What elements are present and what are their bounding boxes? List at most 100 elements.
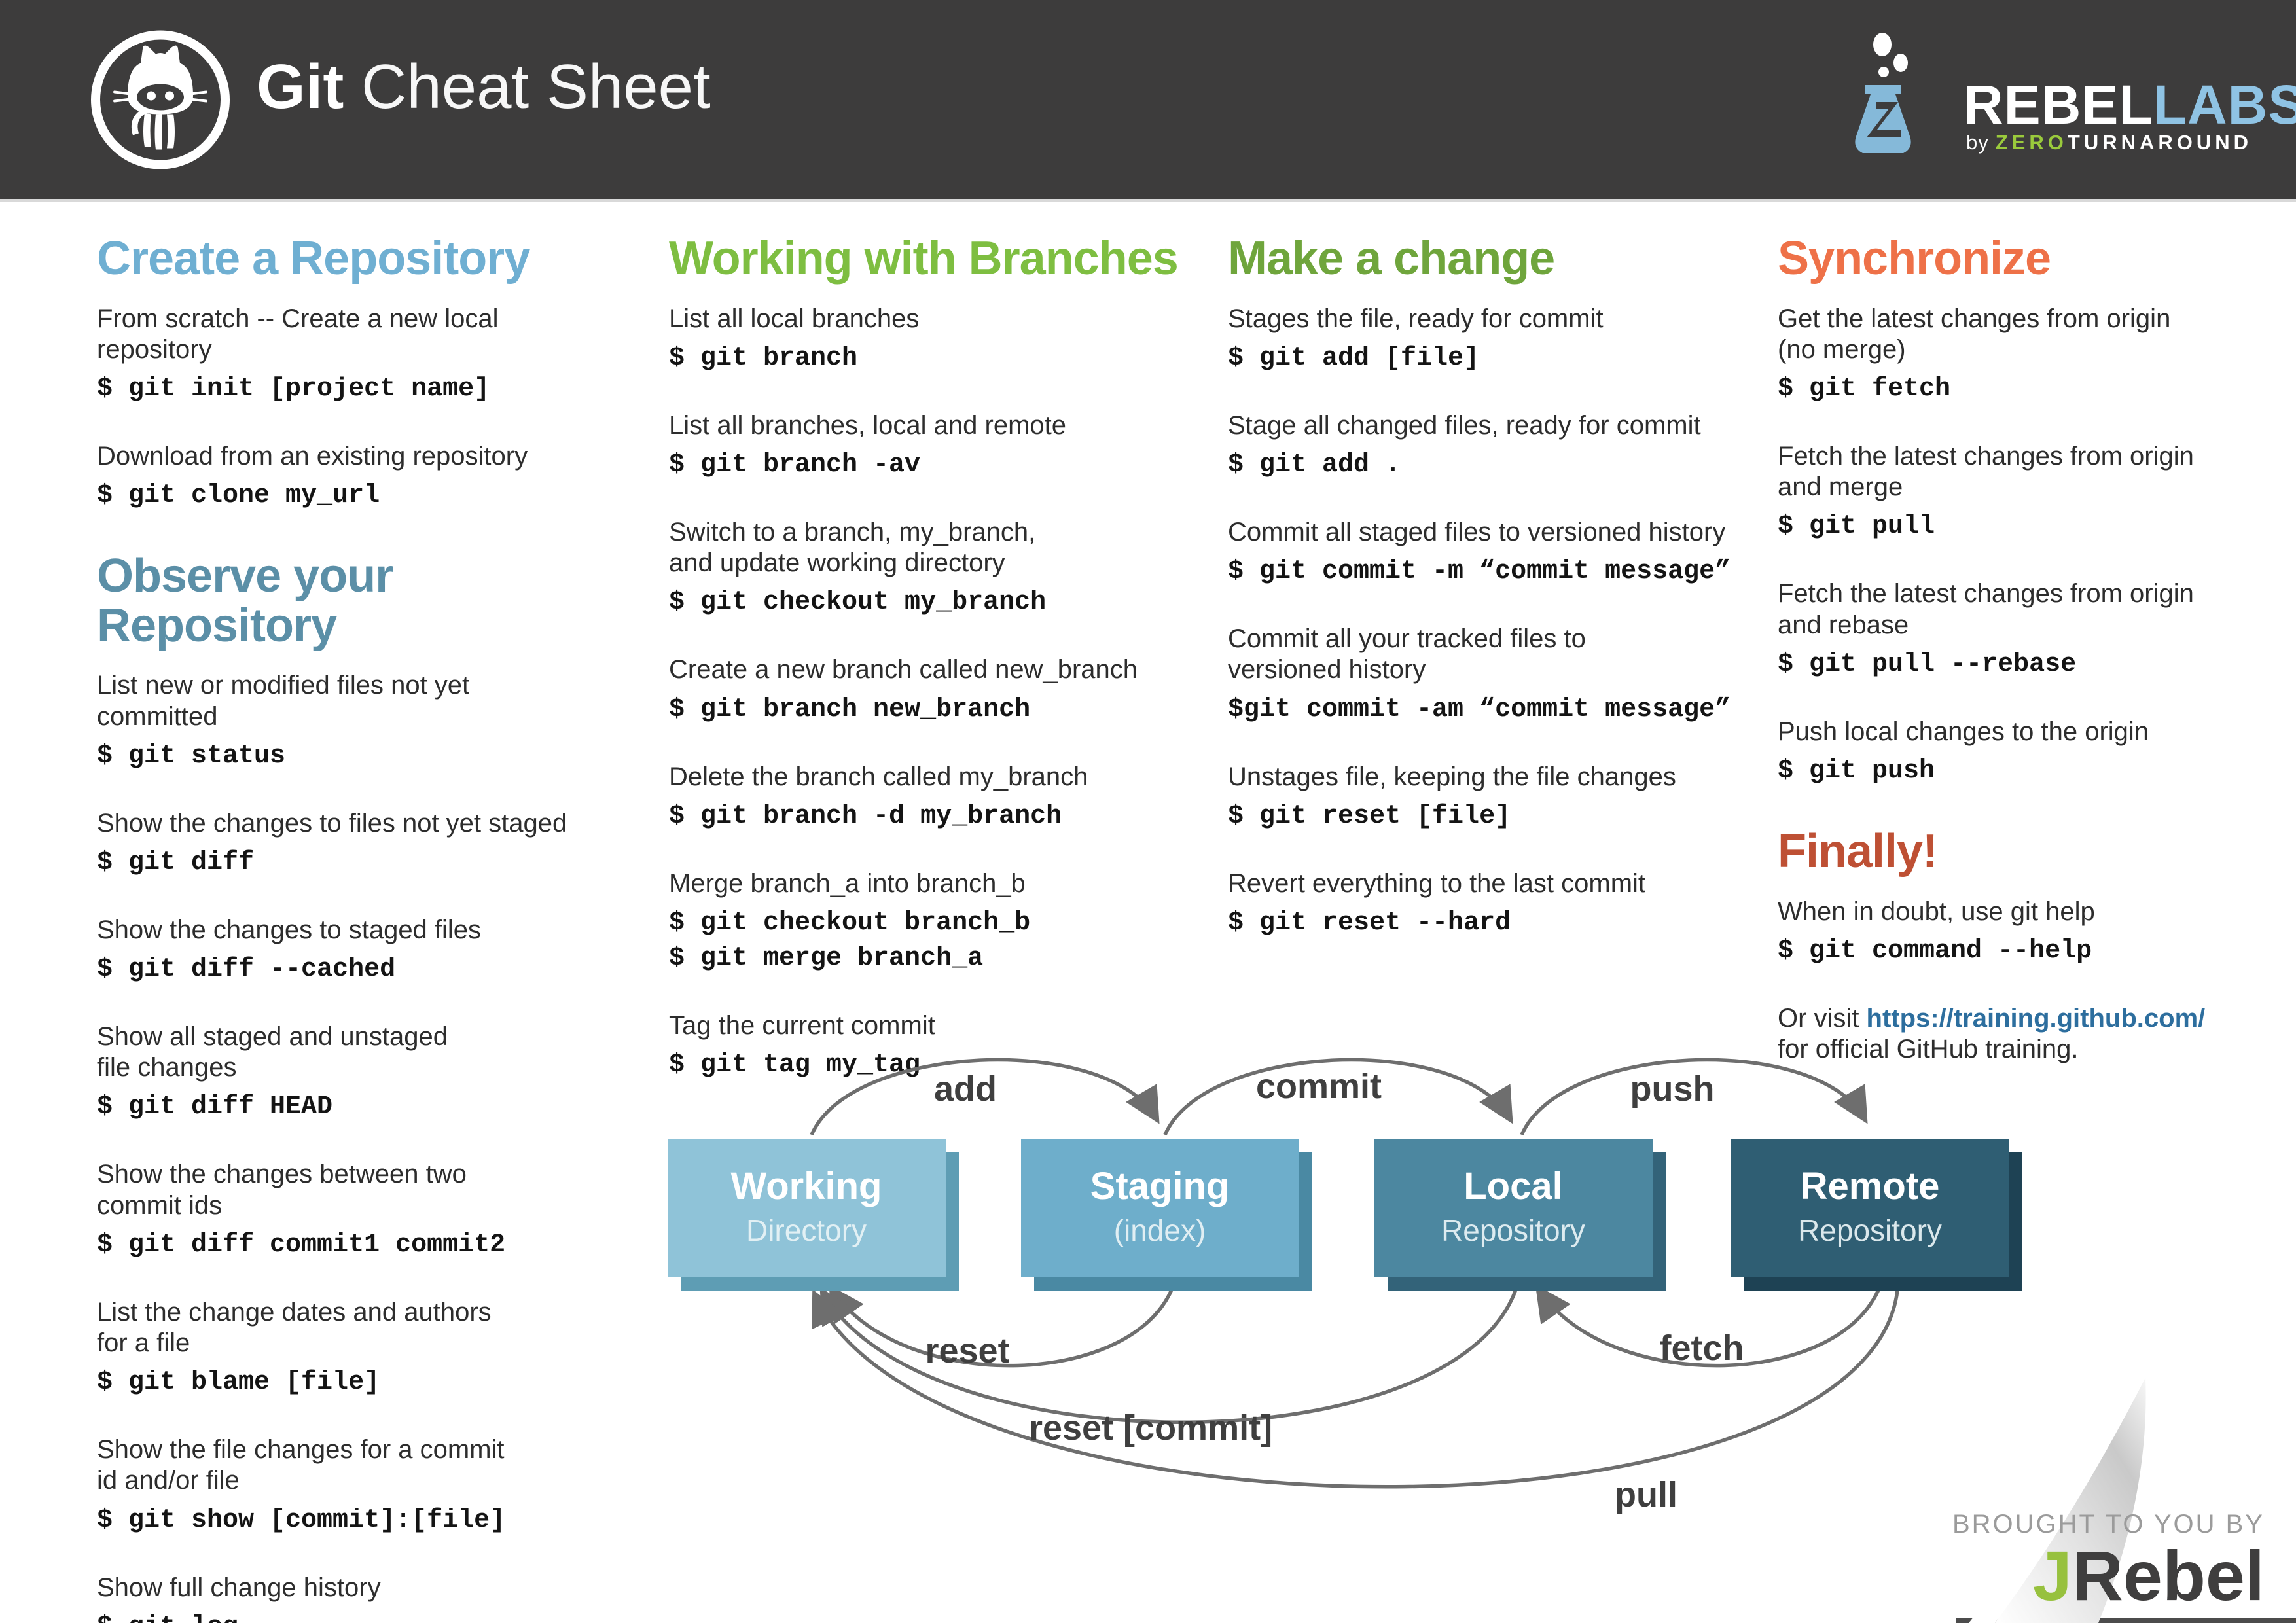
command-description: Show the changes to files not yet staged — [97, 808, 567, 838]
command-description: Push local changes to the origin — [1778, 717, 2149, 746]
command-code: $ git clone my_url — [97, 481, 380, 511]
command-description: Delete the branch called my_branch — [669, 762, 1088, 791]
brought-to-you-by-label: BROUGHT TO YOU BY — [1952, 1510, 2265, 1539]
section-synchronize: Synchronize Get the latest changes from … — [1778, 234, 2295, 789]
command-entry: Show full change history $ git log — [97, 1573, 627, 1623]
command-description: Fetch the latest changes from origin and… — [1778, 579, 2194, 639]
label-add: add — [934, 1069, 997, 1109]
command-description: Unstages file, keeping the file changes — [1228, 762, 1676, 791]
section-heading-change: Make a change — [1228, 232, 1555, 285]
command-code: $ git diff HEAD — [97, 1092, 333, 1122]
command-entry: Show the changes to staged files $ git d… — [97, 915, 627, 988]
command-entry: Stage all changed files, ready for commi… — [1228, 410, 1784, 483]
command-code: $ git checkout branch_b $ git merge bran… — [669, 908, 1031, 973]
svg-text:Staging: Staging — [1090, 1165, 1230, 1207]
rebellabs-rebel: REBEL — [1964, 74, 2153, 135]
arrow-reset — [828, 1281, 1177, 1368]
svg-text:Directory: Directory — [746, 1213, 867, 1247]
command-description: Switch to a branch, my_branch, and updat… — [669, 517, 1036, 578]
page-edge-line — [1956, 1618, 2296, 1623]
command-entry: Delete the branch called my_branch $ git… — [669, 762, 1212, 834]
command-description: From scratch -- Create a new local repos… — [97, 304, 499, 364]
command-entry: From scratch -- Create a new local repos… — [97, 304, 627, 407]
command-code: $ git checkout my_branch — [669, 588, 1047, 618]
box-remote-repository — [1731, 1139, 2009, 1277]
label-push: push — [1630, 1069, 1715, 1109]
rebellabs-wordmark: REBELLABS — [1964, 73, 2296, 137]
diagram-arrows — [810, 1058, 1900, 1489]
command-code: $ git branch — [669, 343, 858, 373]
command-code: $ git commit -m “commit message” — [1228, 557, 1731, 587]
command-description: Show the file changes for a commit id an… — [97, 1435, 505, 1495]
command-description: Show full change history — [97, 1573, 381, 1602]
command-description: When in doubt, use git help — [1778, 897, 2095, 926]
section-heading-branches: Working with Branches — [669, 232, 1179, 285]
link-suffix: for official GitHub training. — [1778, 1034, 2079, 1063]
command-code: $ git branch -d my_branch — [669, 801, 1062, 831]
command-description: List all branches, local and remote — [669, 410, 1066, 440]
section-heading-finally: Finally! — [1778, 825, 1938, 878]
command-description: List new or modified files not yet commi… — [97, 671, 470, 731]
column-create-observe: Create a Repository From scratch -- Crea… — [97, 234, 627, 1623]
diagram-boxes — [668, 1139, 2022, 1291]
command-entry: Download from an existing repository $ g… — [97, 441, 627, 514]
command-code: $ git status — [97, 741, 286, 771]
command-code: $ git blame [file] — [97, 1368, 380, 1398]
command-description: List all local branches — [669, 304, 920, 333]
command-entry: Show the file changes for a commit id an… — [97, 1435, 627, 1538]
command-description: Show all staged and unstaged file change… — [97, 1022, 448, 1082]
command-code: $ git pull --rebase — [1778, 649, 2077, 679]
svg-text:Repository: Repository — [1441, 1213, 1585, 1247]
command-entry: List all branches, local and remote $ gi… — [669, 410, 1212, 483]
training-github-link[interactable]: https://training.github.com/ — [1866, 1003, 2206, 1033]
command-entry: Push local changes to the origin $ git p… — [1778, 717, 2295, 789]
section-finally: Finally! When in doubt, use git help $ g… — [1778, 827, 2295, 1065]
command-code: $ git branch -av — [669, 450, 921, 480]
rebellabs-labs: LABS — [2153, 74, 2296, 135]
label-reset: reset — [925, 1331, 1009, 1370]
section-observe-repository: Observe your Repository List new or modi… — [97, 551, 627, 1623]
command-description: Merge branch_a into branch_b — [669, 868, 1026, 898]
title-cheat-sheet: Cheat Sheet — [344, 52, 711, 122]
column-make-a-change: Make a change Stages the file, ready for… — [1228, 234, 1784, 979]
command-code: $ git reset --hard — [1228, 908, 1511, 938]
git-workflow-diagram: Working Directory Staging (index) Local … — [668, 1058, 2022, 1514]
label-fetch: fetch — [1659, 1329, 1744, 1368]
command-entry: List all local branches $ git branch — [669, 304, 1212, 376]
training-link-paragraph: Or visit https://training.github.com/ fo… — [1778, 1003, 2295, 1065]
command-description: Commit all your tracked files to version… — [1228, 624, 1586, 685]
svg-text:Remote: Remote — [1801, 1165, 1940, 1207]
command-code: $ git tag my_tag — [669, 1050, 921, 1080]
command-entry: Fetch the latest changes from origin and… — [1778, 579, 2295, 682]
command-code: $ git init [project name] — [97, 374, 490, 404]
section-create-repository: Create a Repository From scratch -- Crea… — [97, 234, 627, 514]
command-entry: Revert everything to the last commit $ g… — [1228, 868, 1784, 941]
command-description: List the change dates and authors for a … — [97, 1297, 492, 1358]
svg-text:Repository: Repository — [1798, 1213, 1942, 1247]
github-octocat-logo — [91, 30, 230, 169]
section-heading-create: Create a Repository — [97, 232, 530, 285]
command-code: $ git log — [97, 1610, 627, 1623]
box-staging-index — [1021, 1139, 1299, 1277]
tagline-zero: ZERO — [1995, 131, 2068, 154]
command-description: Get the latest changes from origin (no m… — [1778, 304, 2171, 364]
command-code: $ git pull — [1778, 512, 1935, 542]
column-branches: Working with Branches List all local bra… — [669, 234, 1212, 1121]
tagline-by: by — [1966, 131, 1989, 154]
label-pull: pull — [1615, 1475, 1677, 1514]
title-git: Git — [257, 52, 344, 122]
label-commit: commit — [1256, 1067, 1382, 1106]
command-code: $ git diff commit1 commit2 — [97, 1230, 506, 1260]
label-reset-commit: reset [commit] — [1029, 1408, 1272, 1448]
command-entry: Show the changes to files not yet staged… — [97, 808, 627, 881]
arrow-add — [810, 1058, 1160, 1136]
command-code: $git commit -am “commit message” — [1228, 694, 1731, 724]
rebellabs-flask-icon — [1855, 33, 1911, 153]
diagram-arrow-labels: add commit push reset fetch reset [commi… — [925, 1067, 1744, 1514]
command-description: Download from an existing repository — [97, 441, 528, 471]
box-local-repository — [1374, 1139, 1653, 1277]
command-code: $ git push — [1778, 756, 1935, 786]
diagram-box-labels: Working Directory Staging (index) Local … — [731, 1165, 1942, 1247]
